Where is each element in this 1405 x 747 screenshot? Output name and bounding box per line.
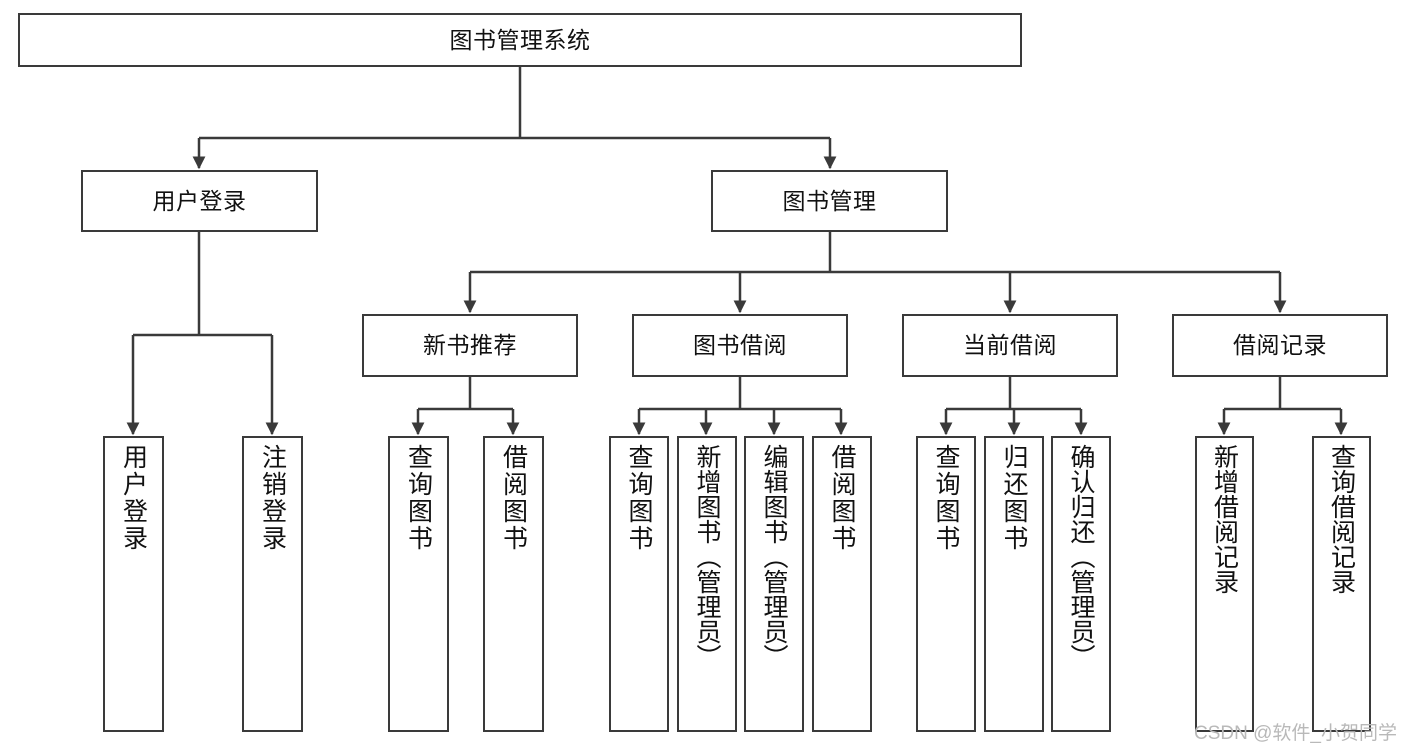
node-root-label: 图书管理系统 [449,26,591,53]
node-leaf-query-record-label: 查询借阅记录 [1327,444,1356,594]
node-leaf-query-book-1-label: 查询图书 [404,444,433,552]
node-leaf-logout-login-label: 注销登录 [258,444,287,552]
csdn-watermark: CSDN @软件_小贺同学 [1194,723,1397,744]
node-leaf-edit-book[interactable]: 编辑图书（管理员） [744,436,804,732]
node-leaf-add-book-label: 新增图书（管理员） [693,444,721,669]
node-leaf-confirm-return-label: 确认归还（管理员） [1067,444,1095,669]
node-current-borrow[interactable]: 当前借阅 [902,314,1118,377]
node-leaf-query-book-2-label: 查询图书 [625,444,653,552]
node-leaf-edit-book-label: 编辑图书（管理员） [760,444,788,669]
node-leaf-query-book-3[interactable]: 查询图书 [916,436,976,732]
node-borrow-record-label: 借阅记录 [1233,332,1327,358]
node-leaf-user-login-label: 用户登录 [119,444,148,552]
node-current-borrow-label: 当前借阅 [963,332,1057,358]
node-borrow-record[interactable]: 借阅记录 [1172,314,1388,377]
node-leaf-logout-login[interactable]: 注销登录 [242,436,303,732]
node-leaf-add-record-label: 新增借阅记录 [1210,444,1239,594]
node-leaf-borrow-book-1-label: 借阅图书 [499,444,528,552]
node-leaf-add-book[interactable]: 新增图书（管理员） [677,436,737,732]
node-user-login[interactable]: 用户登录 [81,170,318,232]
node-book-manage-label: 图书管理 [782,187,877,214]
node-leaf-query-book-3-label: 查询图书 [932,444,960,552]
node-leaf-user-login[interactable]: 用户登录 [103,436,164,732]
node-book-borrow[interactable]: 图书借阅 [632,314,848,377]
node-leaf-add-record[interactable]: 新增借阅记录 [1195,436,1254,732]
node-root[interactable]: 图书管理系统 [18,13,1022,67]
node-book-manage[interactable]: 图书管理 [711,170,948,232]
node-leaf-confirm-return[interactable]: 确认归还（管理员） [1051,436,1111,732]
node-leaf-query-book-2[interactable]: 查询图书 [609,436,669,732]
node-leaf-borrow-book-1[interactable]: 借阅图书 [483,436,544,732]
node-leaf-borrow-book-2-label: 借阅图书 [828,444,856,552]
node-leaf-return-book-label: 归还图书 [1000,444,1028,552]
node-user-login-label: 用户登录 [152,187,247,214]
node-book-borrow-label: 图书借阅 [693,332,787,358]
node-leaf-return-book[interactable]: 归还图书 [984,436,1044,732]
node-leaf-borrow-book-2[interactable]: 借阅图书 [812,436,872,732]
node-new-book-recommend[interactable]: 新书推荐 [362,314,578,377]
node-leaf-query-book-1[interactable]: 查询图书 [388,436,449,732]
node-leaf-query-record[interactable]: 查询借阅记录 [1312,436,1371,732]
node-new-book-recommend-label: 新书推荐 [423,332,517,358]
